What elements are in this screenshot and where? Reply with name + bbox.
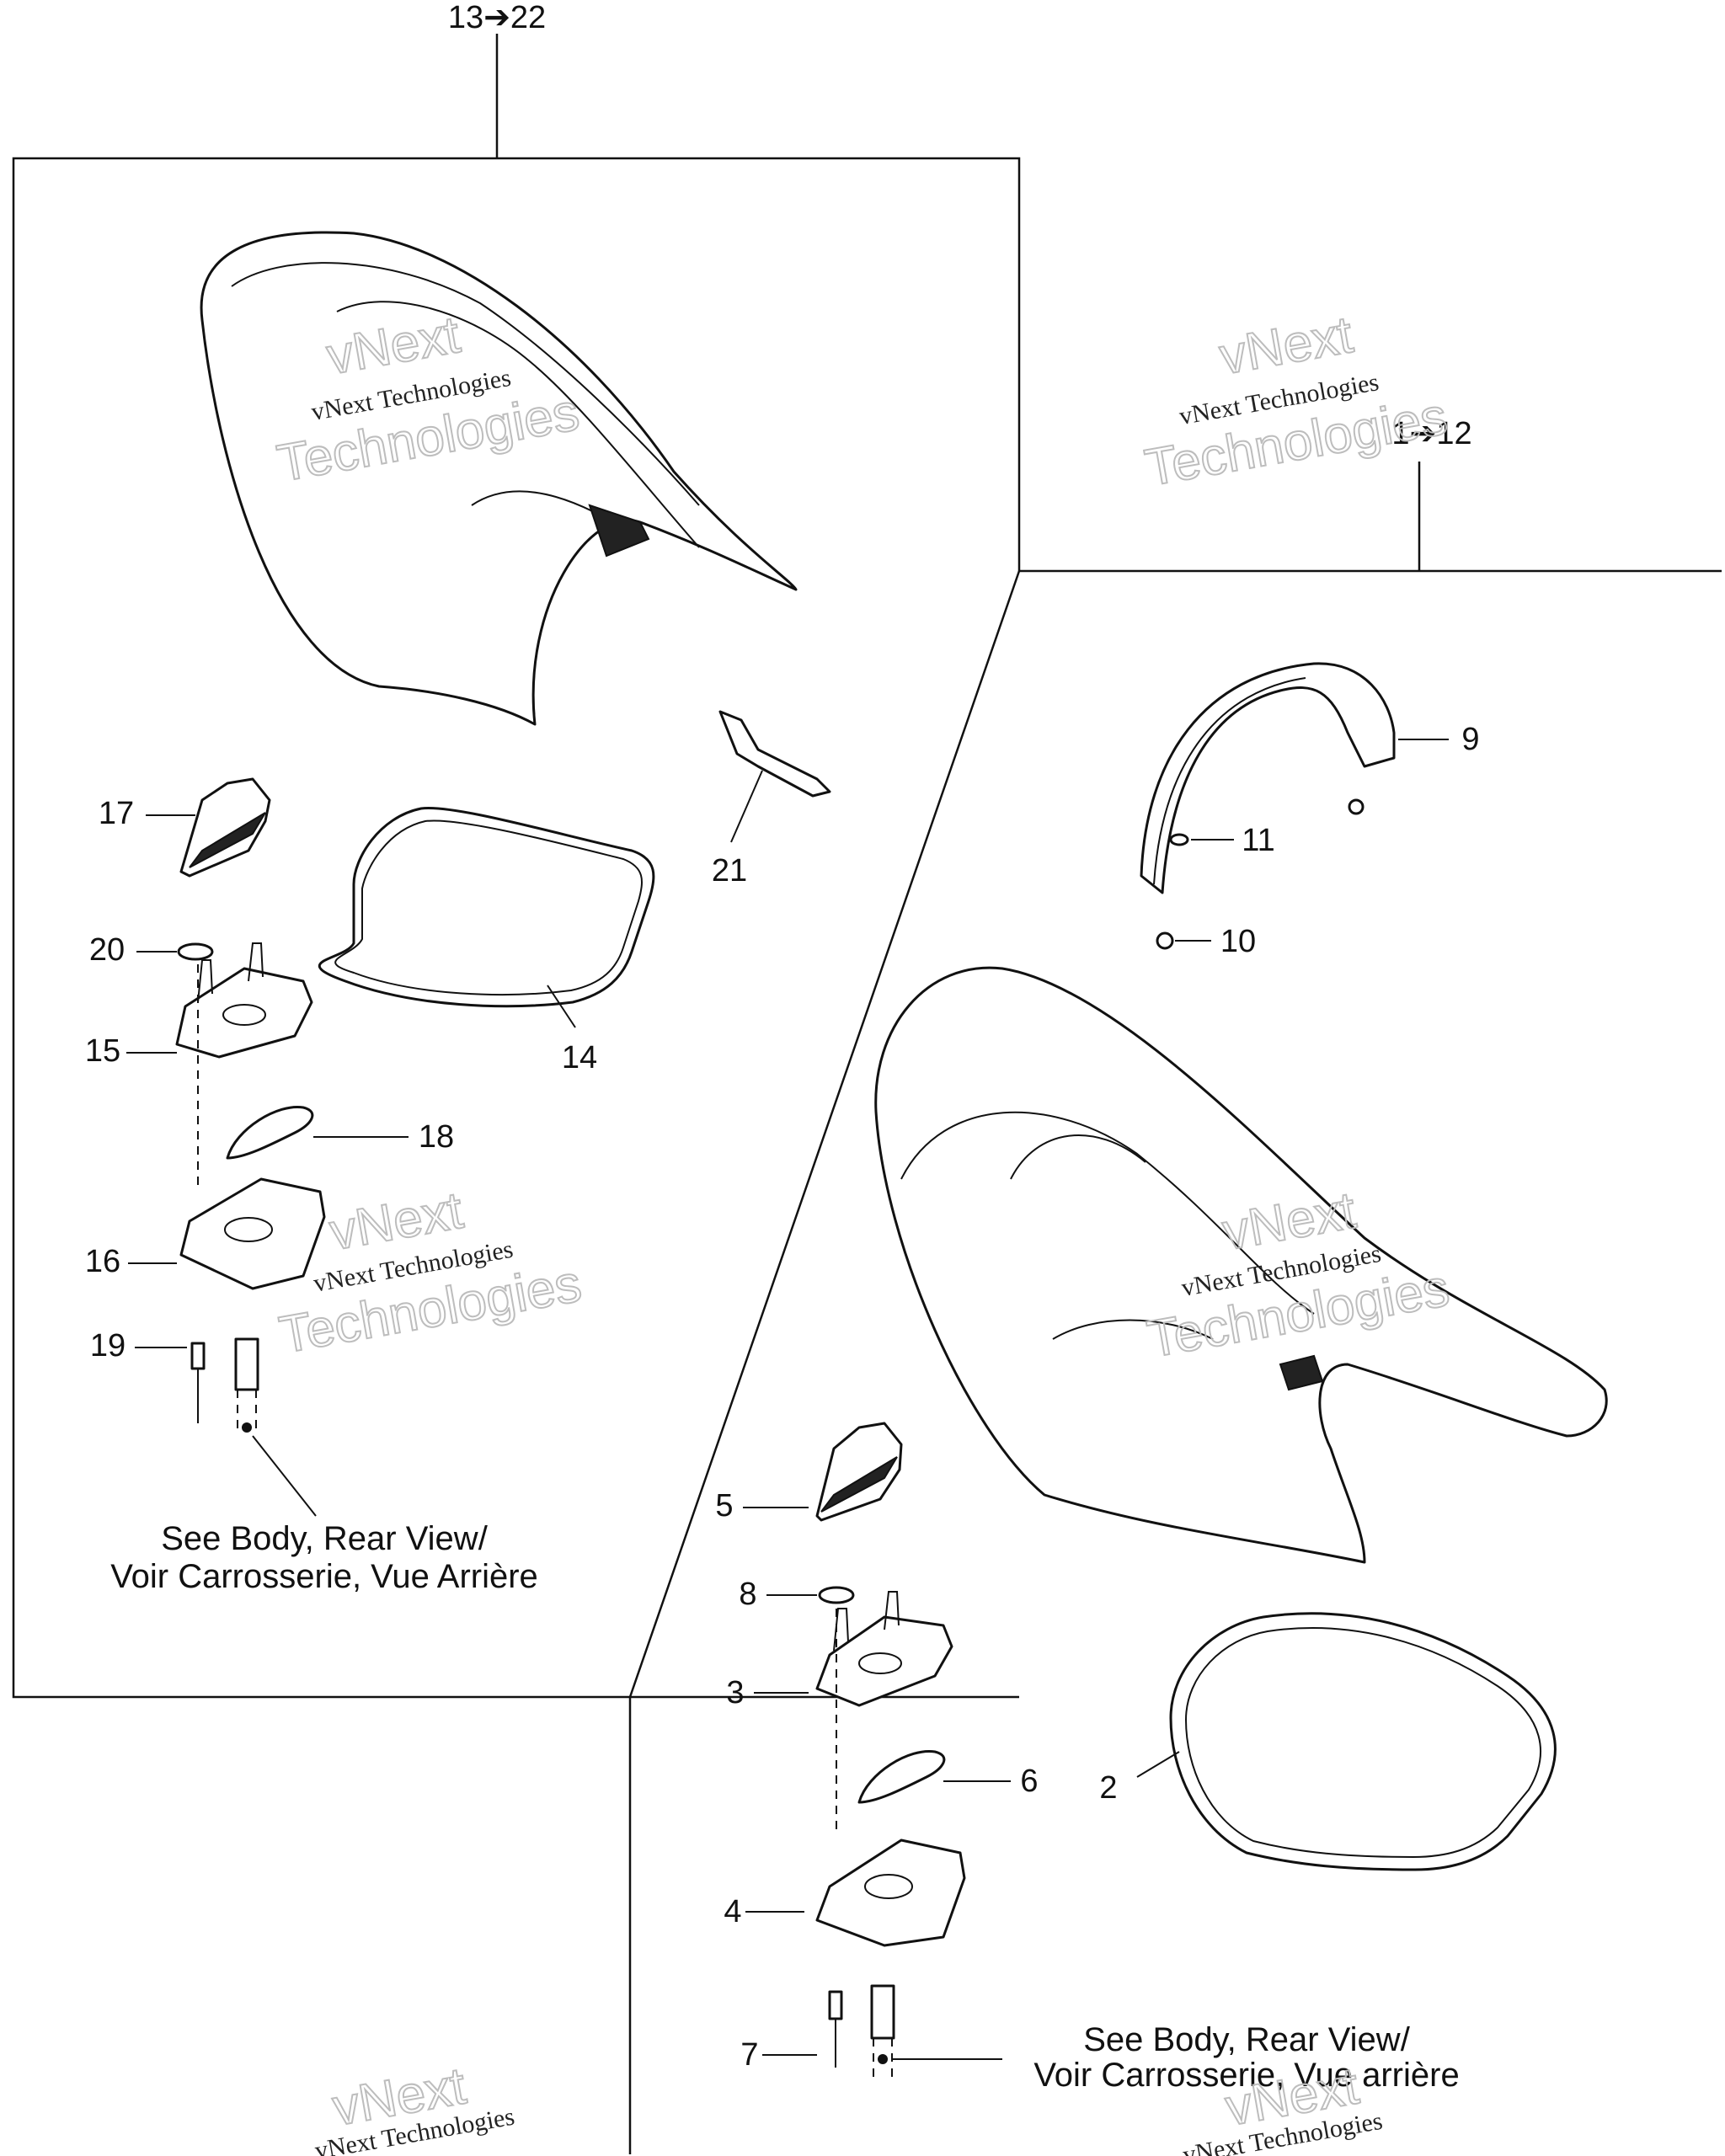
part-8-washer: 8 <box>739 1577 855 1612</box>
callout-16: 16 <box>85 1244 120 1279</box>
svg-text:vNext: vNext <box>1215 306 1357 386</box>
callout-11: 11 <box>1242 823 1274 858</box>
rear-grommet <box>234 1337 317 1517</box>
part-21-bracket: 21 <box>712 710 831 889</box>
part-16-housing: 16 <box>85 1177 326 1290</box>
note-front-line1: See Body, Rear View/ <box>1083 2021 1411 2058</box>
callout-9: 9 <box>1461 722 1479 757</box>
note-rear-line1: See Body, Rear View/ <box>161 1520 489 1557</box>
part-5-latch: 5 <box>715 1422 903 1524</box>
part-2-gasket: 2 <box>1099 1612 1557 1871</box>
part-14-gasket: 14 <box>318 807 655 1075</box>
callout-8: 8 <box>739 1577 756 1612</box>
front-grommet <box>870 1984 1002 2080</box>
part-17-latch: 17 <box>99 777 271 878</box>
callout-18: 18 <box>419 1119 454 1155</box>
callout-5: 5 <box>715 1488 733 1524</box>
callout-6: 6 <box>1020 1764 1038 1799</box>
watermark-5: vNext vNext Technologies <box>312 2056 516 2156</box>
callout-14: 14 <box>562 1040 597 1075</box>
diagram-frame <box>12 34 1722 2154</box>
group-label-rear: 13➔22 <box>448 0 546 35</box>
group-label-front: 1➔12 <box>1391 416 1471 451</box>
part-18-clip: 18 <box>226 1105 454 1160</box>
part-9-handle: 9 <box>1140 662 1480 894</box>
part-6-clip: 6 <box>857 1749 1039 1804</box>
callout-21: 21 <box>712 853 747 889</box>
callout-20: 20 <box>89 932 125 968</box>
rear-seat-part <box>200 231 798 726</box>
part-4-housing: 4 <box>724 1838 966 1947</box>
callout-19: 19 <box>90 1328 126 1364</box>
watermark-2: vNext vNext Technologies Technologies <box>1140 305 1452 499</box>
note-rear-line2: Voir Carrosserie, Vue Arrière <box>110 1558 538 1595</box>
part-20-washer: 20 <box>89 932 214 968</box>
callout-17: 17 <box>99 796 134 831</box>
callout-2: 2 <box>1099 1770 1117 1806</box>
callout-15: 15 <box>85 1033 120 1069</box>
callout-4: 4 <box>724 1894 741 1929</box>
part-19-rivet: 19 <box>90 1328 206 1423</box>
front-seat-part <box>874 966 1608 1564</box>
note-front-line2: Voir Carrosserie, Vue arrière <box>1033 2057 1459 2094</box>
part-15-base: 15 <box>85 942 313 1069</box>
callout-10: 10 <box>1220 924 1256 959</box>
callout-3: 3 <box>726 1675 744 1710</box>
part-11-washer: 11 <box>1169 823 1275 858</box>
part-3-base: 3 <box>726 1591 953 1710</box>
part-7-rivet: 7 <box>740 1990 843 2073</box>
part-10-nut: 10 <box>1156 924 1256 959</box>
callout-7: 7 <box>740 2037 758 2073</box>
